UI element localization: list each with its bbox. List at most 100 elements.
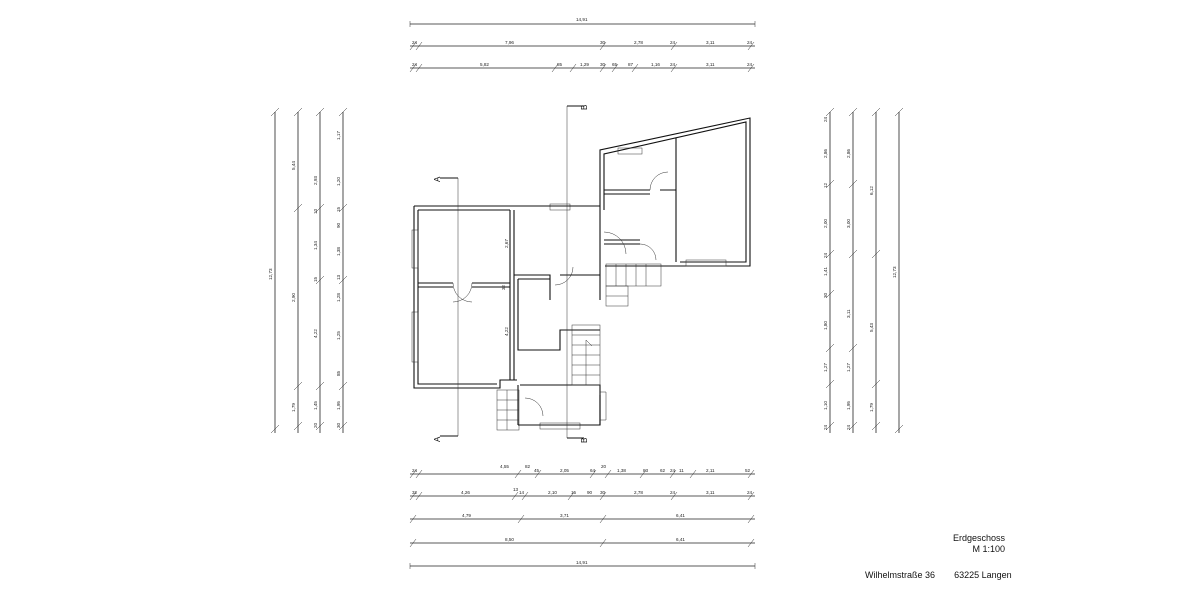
- dim-r1-10: 24: [823, 424, 828, 430]
- dim-r2-0: 2,86: [846, 149, 851, 158]
- dim-r3-2: 1,79: [869, 403, 874, 412]
- dim-r2-5: 24: [846, 424, 851, 430]
- dim-t1-6: 24: [747, 40, 753, 45]
- dim-b2-0: 32: [412, 490, 418, 495]
- dim-t1-0: 24: [412, 40, 418, 45]
- title-block: Erdgeschoss M 1:100: [953, 533, 1005, 555]
- dim-r2-2: 3,11: [846, 309, 851, 318]
- section-b-top-label: B: [580, 105, 589, 110]
- dim-b2-9: 24: [670, 490, 676, 495]
- stairs-center: [571, 324, 601, 386]
- dim-r4-0: 12,73: [892, 266, 897, 278]
- dim-t2-0: 24: [412, 62, 418, 67]
- dim-b2-6: 90: [587, 490, 593, 495]
- dim-top-overall: 14,91: [576, 17, 588, 22]
- dim-l2-0: 5,44: [291, 161, 296, 170]
- section-a-top-label: A: [433, 176, 442, 182]
- top-dimension-chains: 14,91 24 7,96 30 2,78 24 3,11 24 24 5,82…: [409, 17, 756, 73]
- dim-r1-7: 1,80: [823, 321, 828, 330]
- dim-b2-7: 30: [600, 490, 606, 495]
- dim-b1-12: 2,11: [706, 468, 715, 473]
- section-a-bottom-label: A: [433, 436, 442, 442]
- dim-b1-1: 4,55: [500, 464, 509, 469]
- dim-b1-9: 62: [660, 468, 666, 473]
- dim-b2-8: 2,78: [634, 490, 643, 495]
- dim-r1-3: 1,41: [823, 267, 828, 276]
- dim-b2-5: 15: [571, 490, 577, 495]
- dim-t2-8: 24: [670, 62, 676, 67]
- dim-l4-10: 30: [336, 422, 341, 428]
- dim-b2-10: 3,11: [706, 490, 715, 495]
- dim-r3-1: 5,43: [869, 323, 874, 332]
- dim-l1-0: 12,73: [268, 268, 273, 280]
- dim-l3-1: 1,34: [313, 241, 318, 250]
- left-dimension-chains: 12,73 5,44 2,90 1,79 2,93 1,34 4,22 1,45…: [268, 107, 348, 434]
- dim-t2-2: 85: [557, 62, 563, 67]
- stairs-right: [605, 263, 662, 307]
- dim-r3-0: 6,12: [869, 186, 874, 195]
- dim-b2-2: 13: [513, 487, 519, 492]
- dim-l3-5: 15: [313, 276, 318, 282]
- dim-l4-6: 15: [336, 206, 341, 212]
- dim-t1-5: 3,11: [706, 40, 715, 45]
- dim-b4-0: 8,50: [505, 537, 514, 542]
- room-dim-2: 32: [501, 284, 506, 290]
- dim-l3-2: 4,22: [313, 329, 318, 338]
- dim-b2-4: 2,10: [548, 490, 557, 495]
- dim-r1-9: 1,10: [823, 401, 828, 410]
- dim-t1-1: 7,96: [505, 40, 514, 45]
- dim-b1-0: 24: [412, 468, 418, 473]
- dim-l4-7: 13: [336, 274, 341, 280]
- dim-l4-0: 1,17: [336, 131, 341, 140]
- room-dim-1: 4,22: [504, 327, 509, 336]
- dim-l3-0: 2,93: [313, 176, 318, 185]
- city-postcode: 63225 Langen: [954, 570, 1012, 580]
- section-lines: A A B B: [433, 105, 589, 443]
- dim-r1-2: 12: [823, 182, 828, 188]
- dim-l3-6: 20: [313, 422, 318, 428]
- dim-t2-3: 1,29: [580, 62, 589, 67]
- dim-t2-5: 65: [612, 62, 618, 67]
- dim-r1-1: 2,86: [823, 149, 828, 158]
- dim-t2-6: 87: [628, 62, 634, 67]
- dim-b1-13: 52: [745, 468, 751, 473]
- dim-b4-1: 6,41: [676, 537, 685, 542]
- dim-r1-8: 1,27: [823, 363, 828, 372]
- dim-t1-2: 30: [600, 40, 606, 45]
- dim-b1-3: 45: [534, 468, 540, 473]
- dim-t2-4: 30: [600, 62, 606, 67]
- room-dim-0: 2,67: [504, 239, 509, 248]
- room-dimension-labels: 2,67 4,22 32: [501, 239, 509, 336]
- dim-r2-3: 1,27: [846, 363, 851, 372]
- dim-b3-2: 6,41: [676, 513, 685, 518]
- dim-l3-3: 1,45: [313, 401, 318, 410]
- dim-l4-5: 1,95: [336, 401, 341, 410]
- dim-l4-4: 1,25: [336, 331, 341, 340]
- floor-plan: [411, 117, 751, 431]
- dim-r1-5: 2,00: [823, 219, 828, 228]
- dim-r1-0: 24: [823, 116, 828, 122]
- section-b-bottom-label: B: [580, 438, 589, 443]
- dim-b1-5: 64: [590, 468, 596, 473]
- dim-b1-4: 2,05: [560, 468, 569, 473]
- dim-b1-10: 24: [670, 468, 676, 473]
- dim-t1-3: 2,78: [634, 40, 643, 45]
- stairs-entrance: [496, 389, 520, 431]
- dim-l3-4: 10: [313, 208, 318, 214]
- dim-l2-1: 2,90: [291, 293, 296, 302]
- dim-b1-8: 83: [643, 468, 649, 473]
- right-dimension-chains: 24 2,86 12 1,41 24 2,00 30 1,80 1,27 1,1…: [823, 107, 904, 434]
- address-line: Wilhelmstraße 36 63225 Langen: [865, 570, 1012, 580]
- dim-b2-1: 4,26: [461, 490, 470, 495]
- dim-l4-3: 1,28: [336, 293, 341, 302]
- dim-r2-1: 3,00: [846, 219, 851, 228]
- dim-t1-4: 24: [670, 40, 676, 45]
- dim-r1-6: 30: [823, 292, 828, 298]
- dim-b1-7: 1,38: [617, 468, 626, 473]
- dim-t2-10: 24: [747, 62, 753, 67]
- street-address: Wilhelmstraße 36: [865, 570, 936, 580]
- dim-b3-1: 3,71: [560, 513, 569, 518]
- dim-l4-9: 85: [336, 370, 341, 376]
